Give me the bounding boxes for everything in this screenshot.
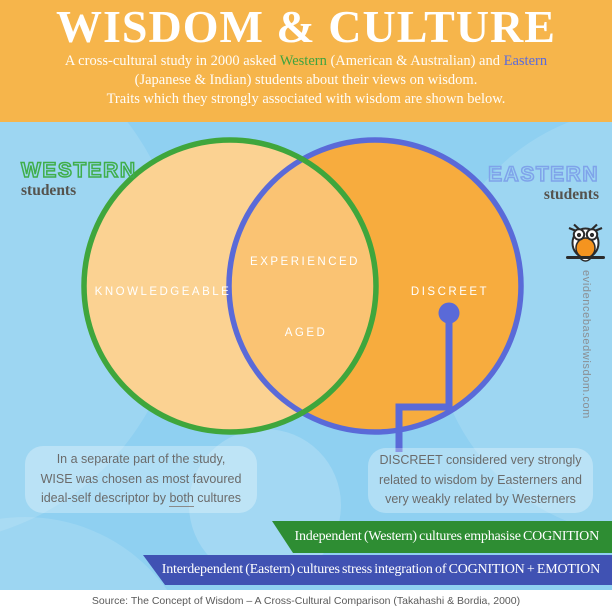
both-underlined: both bbox=[169, 491, 194, 508]
header: WISDOM & CULTURE A cross-cultural study … bbox=[0, 0, 612, 122]
callout-discreet-line-2: related to wisdom by Easterners and bbox=[379, 472, 582, 487]
trait-aged: AGED bbox=[284, 327, 328, 339]
callout-wise-line-2: WISE was chosen as most favoured bbox=[40, 471, 242, 486]
western-word: Western bbox=[279, 53, 327, 69]
western-circle-outline bbox=[81, 137, 379, 435]
eastern-group-name: EASTERN bbox=[487, 163, 599, 187]
eastern-students-label: EASTERN students bbox=[487, 163, 599, 203]
trait-experienced: EXPERIENCED bbox=[250, 256, 360, 268]
callout-discreet-line-3: very weakly related by Westerners bbox=[385, 492, 576, 507]
western-group-sub: students bbox=[21, 182, 77, 199]
callout-discreet: DISCREET considered very strongly relate… bbox=[368, 448, 593, 513]
subtitle-line-1: A cross-cultural study in 2000 asked Wes… bbox=[0, 52, 612, 71]
subtitle-line-2: (Japanese & Indian) students about their… bbox=[134, 72, 478, 88]
source-citation: Source: The Concept of Wisdom – A Cross-… bbox=[91, 595, 521, 607]
subtitle-line-3: Traits which they strongly associated wi… bbox=[106, 91, 506, 107]
callout-wise-line-3: ideal-self descriptor by both cultures bbox=[40, 491, 242, 508]
subtitle-segment: A cross-cultural study in 2000 asked bbox=[64, 53, 280, 69]
western-students-label: WESTERN students bbox=[20, 159, 137, 199]
western-group-name: WESTERN bbox=[20, 159, 137, 183]
trait-discreet: DISCREET bbox=[410, 286, 490, 298]
discreet-dot bbox=[438, 302, 460, 324]
banner-cognition: Independent (Western) cultures emphasise… bbox=[272, 521, 612, 553]
callout-wise: In a separate part of the study, WISE wa… bbox=[25, 446, 257, 513]
website-url: evidencebasedwisdom.com bbox=[580, 270, 592, 419]
subtitle-segment: (American & Australian) and bbox=[326, 53, 504, 69]
page-title: WISDOM & CULTURE bbox=[56, 1, 556, 52]
callout-discreet-line-1: DISCREET considered very strongly bbox=[379, 453, 582, 468]
venn-stage: WESTERN students EASTERN students KNOWLE… bbox=[0, 122, 612, 590]
callout-wise-line-1: In a separate part of the study, bbox=[56, 452, 226, 467]
trait-knowledgeable: KNOWLEDGEABLE bbox=[94, 286, 232, 298]
owl-icon bbox=[566, 223, 605, 262]
eastern-circle-outline bbox=[226, 137, 524, 435]
eastern-group-sub: students bbox=[543, 186, 599, 203]
discreet-connector-line bbox=[395, 313, 453, 452]
footer: Source: The Concept of Wisdom – A Cross-… bbox=[0, 590, 612, 612]
venn-diagram bbox=[81, 137, 524, 452]
eastern-word: Eastern bbox=[503, 53, 548, 69]
banner-cognition-emotion: Interdependent (Eastern) cultures stress… bbox=[143, 555, 612, 585]
decor-circle bbox=[0, 517, 168, 590]
